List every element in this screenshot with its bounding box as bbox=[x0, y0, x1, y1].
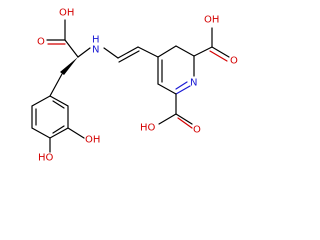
bond-acid-bottom-to-ho bbox=[158, 113, 177, 125]
label-o-ring-acid-bottom: O bbox=[193, 125, 201, 136]
dihydropyridine-fragment bbox=[157, 27, 230, 129]
vinyl-linker bbox=[103, 46, 159, 63]
catechol-ring bbox=[31, 95, 69, 139]
ring-bond-n-c6 bbox=[175, 85, 191, 95]
ring-bond-c4-c3 bbox=[157, 45, 177, 58]
label-ho-catechol-para: HO bbox=[38, 153, 54, 164]
label-nh-h: H bbox=[92, 35, 100, 46]
bond-acid-bottom-to-o bbox=[175, 113, 193, 125]
stereo-wedge bbox=[60, 57, 78, 75]
bond-acid-bottom-to-o-double bbox=[177, 117, 193, 129]
label-o-acid-top: O bbox=[37, 37, 45, 48]
label-o-ring-acid-right: O bbox=[230, 56, 238, 67]
catechol-double-1 bbox=[52, 100, 65, 109]
bond-n-to-vinyl bbox=[103, 47, 119, 59]
bond-acid-right-to-o bbox=[211, 46, 230, 58]
bond-c2-to-acid bbox=[193, 46, 213, 57]
bond-acid-carbon-to-alpha bbox=[64, 39, 79, 58]
dopa-fragment bbox=[31, 19, 91, 153]
bond-acid-right-to-o-double bbox=[209, 50, 228, 62]
atom-labels: OH O H N OH HO OH O N HO O bbox=[37, 8, 238, 164]
molecule-structure-diagram: OH O H N OH HO OH O N HO O bbox=[31, 8, 238, 164]
label-oh-catechol-meta: OH bbox=[85, 135, 100, 146]
ring-bond-c3-c2 bbox=[175, 45, 195, 57]
label-n-ring: N bbox=[190, 78, 197, 89]
bond-vinyl-to-ring bbox=[137, 46, 159, 58]
label-oh-ring-acid-right: OH bbox=[204, 15, 219, 26]
bond-vinyl-1-double bbox=[118, 50, 140, 63]
label-ho-ring-acid-bottom: HO bbox=[140, 123, 156, 134]
bond-ring-to-oh-meta bbox=[67, 127, 85, 139]
bond-vinyl-1 bbox=[117, 46, 139, 59]
catechol-double-2 bbox=[52, 125, 65, 134]
bond-alpha-to-nh bbox=[77, 47, 91, 58]
bond-ch2-to-ring bbox=[49, 73, 63, 97]
ring-double-n-c6 bbox=[175, 81, 188, 90]
label-oh-acid-top: OH bbox=[59, 8, 74, 19]
label-nh-n: N bbox=[92, 45, 99, 56]
ring-bond-c6-c5-a bbox=[157, 83, 177, 95]
